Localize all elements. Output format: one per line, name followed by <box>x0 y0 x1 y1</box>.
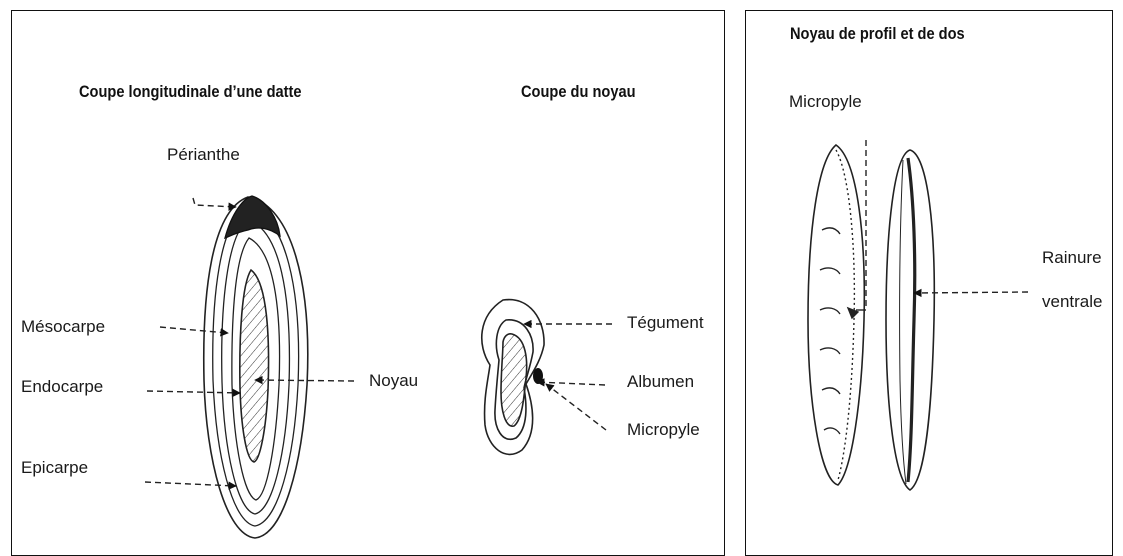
perianthe-cap <box>225 196 280 238</box>
label-noyau: Noyau <box>369 371 418 391</box>
label-epicarpe: Epicarpe <box>21 458 88 478</box>
title-date-section: Coupe longitudinale d’une datte <box>79 82 302 102</box>
leader-perianthe <box>193 198 236 207</box>
label-rainure: Rainure <box>1042 248 1102 268</box>
label-tegument: Tégument <box>627 313 704 333</box>
ventral-groove <box>908 158 915 482</box>
leader-noyau <box>255 380 354 381</box>
leader-epicarpe <box>145 482 236 486</box>
leader-micropyle-seed <box>546 384 606 430</box>
label-micropyle-profile: Micropyle <box>789 92 862 112</box>
label-mesocarpe: Mésocarpe <box>21 317 105 337</box>
profile-leader-lines <box>856 140 1028 310</box>
label-ventrale: ventrale <box>1042 292 1102 312</box>
title-seed-profile: Noyau de profil et de dos <box>790 24 965 44</box>
label-perianthe: Périanthe <box>167 145 240 165</box>
label-micropyle-seed: Micropyle <box>627 420 700 440</box>
seed-back-drawing <box>886 150 934 490</box>
date-section-drawing <box>204 196 308 538</box>
seed-profile-drawing <box>808 145 864 485</box>
seed-section-drawing <box>482 300 544 455</box>
seed-albumen-hatched <box>501 334 527 426</box>
label-albumen: Albumen <box>627 372 694 392</box>
leader-endocarpe <box>147 391 240 393</box>
date-seed-hatched <box>240 270 269 462</box>
leader-rainure <box>914 292 1028 293</box>
label-endocarpe: Endocarpe <box>21 377 103 397</box>
title-seed-section: Coupe du noyau <box>521 82 636 102</box>
leader-mesocarpe <box>160 327 228 333</box>
